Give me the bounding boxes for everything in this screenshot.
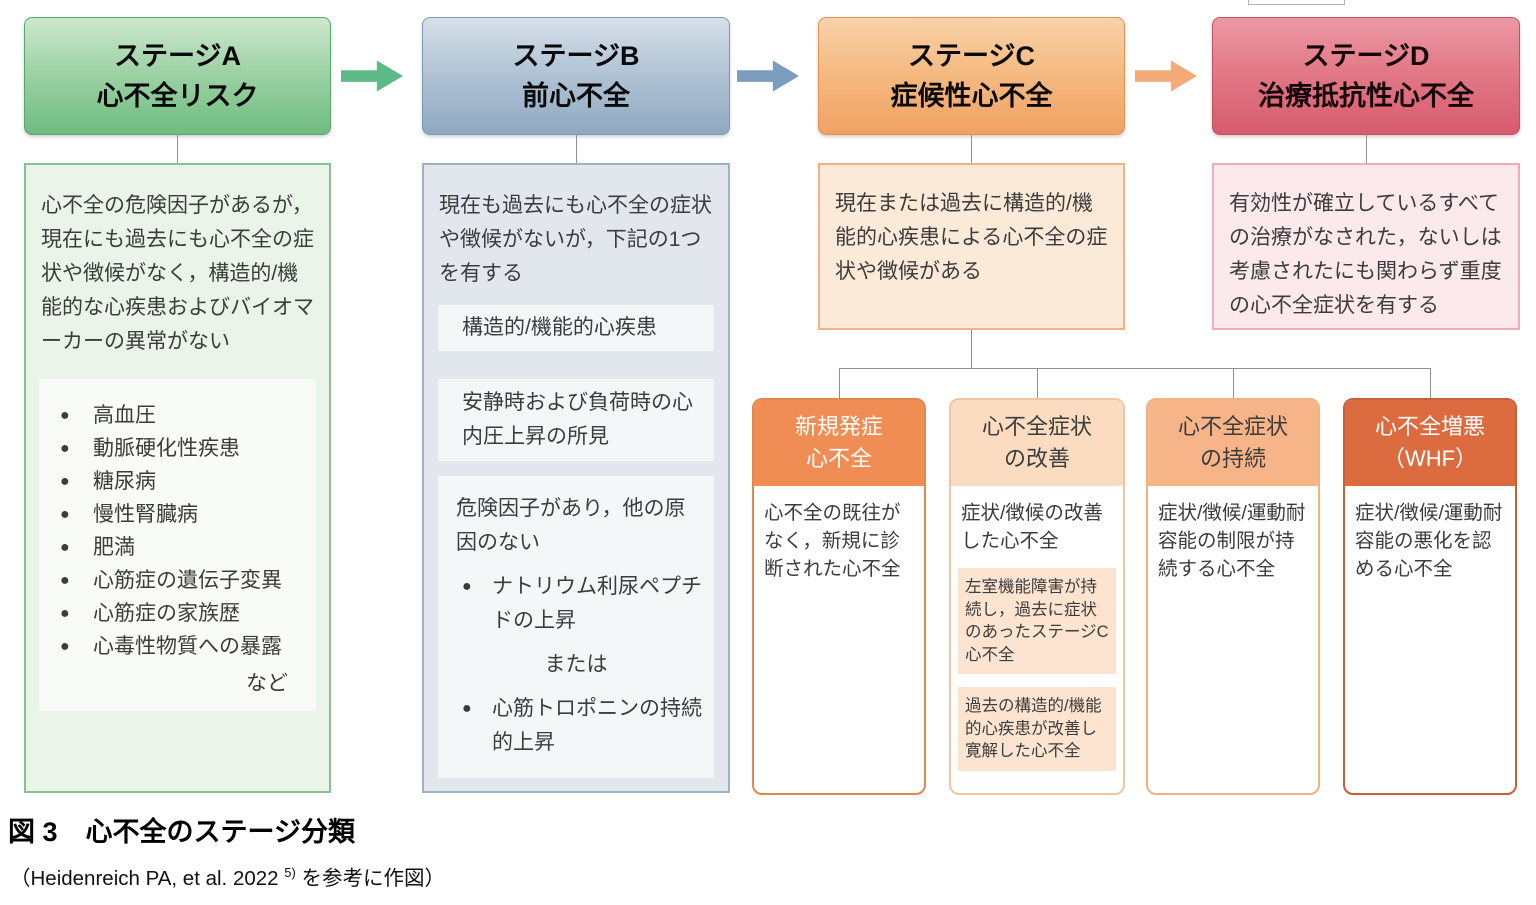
biomarker-item: ナトリウム利尿ペプチドの上昇 <box>450 570 702 638</box>
figure-source: （Heidenreich PA, et al. 2022 5) を参考に作図） <box>10 861 445 891</box>
risk-factor-item: 糖尿病 <box>47 465 308 498</box>
outcome-description: 心不全の既往がなく，新規に診断された心不全 <box>764 502 901 580</box>
stage-a-title-line2: 心不全リスク <box>96 81 259 111</box>
arrow-right-icon <box>341 60 403 92</box>
biomarker-list: 心筋トロポニンの持続的上昇 <box>450 692 702 760</box>
outcome-note: 左室機能障害が持続し，過去に症状のあったステージC心不全 <box>958 568 1116 674</box>
outcome-title-line2: 心不全 <box>805 446 872 471</box>
outcome-title-line2: （WHF） <box>1382 446 1478 471</box>
stage-d-title-line2: 治療抵抗性心不全 <box>1258 81 1474 111</box>
stage-b-description: 現在も過去にも心不全の症状や徴候がないが，下記の1つを有する <box>439 194 712 285</box>
outcome-header: 心不全増悪 （WHF） <box>1345 400 1515 486</box>
outcome-title-line1: 新規発症 <box>794 414 883 440</box>
figure-number: 図 3 <box>8 817 58 847</box>
outcome-new-onset-hf: 新規発症 心不全 心不全の既往がなく，新規に診断された心不全 <box>752 398 926 795</box>
source-text: を参考に作図） <box>301 867 446 890</box>
risk-factor-item: 心筋症の家族歴 <box>47 597 308 630</box>
outcome-note: 過去の構造的/機能的心疾患が改善し寛解した心不全 <box>958 687 1116 771</box>
outcome-header: 心不全症状 の改善 <box>951 400 1123 486</box>
stage-b-criterion-3: 危険因子があり，他の原因のない ナトリウム利尿ペプチドの上昇 または 心筋トロポ… <box>438 476 714 778</box>
stage-a-body: 心不全の危険因子があるが，現在にも過去にも心不全の症状や徴候がなく，構造的/機能… <box>24 163 331 793</box>
risk-factor-item: 動脈硬化性疾患 <box>47 432 308 465</box>
outcome-worsening-hf: 心不全増悪 （WHF） 症状/徴候/運動耐容能の悪化を認める心不全 <box>1343 398 1517 795</box>
arrow-right-icon <box>1135 60 1197 92</box>
stage-c-title-line1: ステージC <box>908 40 1035 71</box>
outcome-hf-improved: 心不全症状 の改善 症状/徴候の改善した心不全 左室機能障害が持続し，過去に症状… <box>949 398 1125 795</box>
outcome-header: 心不全症状 の持続 <box>1148 400 1318 486</box>
outcome-header: 新規発症 心不全 <box>754 400 924 486</box>
stage-b-body: 現在も過去にも心不全の症状や徴候がないが，下記の1つを有する 構造的/機能的心疾… <box>422 163 730 793</box>
risk-factor-item: 肥満 <box>47 531 308 564</box>
connector-line <box>839 368 840 398</box>
outcome-description: 症状/徴候の改善した心不全 <box>961 502 1103 552</box>
connector-line <box>971 135 972 163</box>
risk-factor-item: 高血圧 <box>47 399 308 432</box>
stage-a-title-line1: ステージA <box>114 40 241 71</box>
biomarker-list: ナトリウム利尿ペプチドの上昇 <box>450 570 702 638</box>
risk-factor-item: 心筋症の遺伝子変異 <box>47 564 308 597</box>
stage-c-description: 現在または過去に構造的/機能的心疾患による心不全の症状や徴候がある <box>835 192 1108 283</box>
risk-factor-item: 慢性腎臓病 <box>47 498 308 531</box>
connector-line <box>1430 368 1431 398</box>
connector-line <box>1037 368 1038 398</box>
or-separator: または <box>544 653 608 676</box>
outcome-title-line1: 心不全増悪 <box>1374 414 1485 440</box>
stage-c-title-line2: 症候性心不全 <box>890 81 1053 111</box>
outcome-title-line1: 心不全症状 <box>981 414 1092 440</box>
stage-b-criterion-2: 安静時および負荷時の心内圧上昇の所見 <box>438 379 714 461</box>
stage-a-header: ステージA 心不全リスク <box>24 17 331 135</box>
stage-d-header: ステージD 治療抵抗性心不全 <box>1212 17 1520 135</box>
stage-c-body: 現在または過去に構造的/機能的心疾患による心不全の症状や徴候がある <box>818 163 1125 330</box>
connector-line <box>1233 368 1234 398</box>
connector-line <box>177 135 178 163</box>
source-text: （Heidenreich PA, et al. 2022 <box>10 867 279 890</box>
connector-line <box>971 330 972 368</box>
connector-line <box>1366 135 1367 163</box>
outcome-title-line2: の改善 <box>1003 446 1070 471</box>
stage-a-risk-panel: 高血圧 動脈硬化性疾患 糖尿病 慢性腎臓病 肥満 心筋症の遺伝子変異 心筋症の家… <box>39 379 316 711</box>
stage-d-description: 有効性が確立しているすべての治療がなされた，ないしは考慮されたにも関わらず重度の… <box>1229 192 1502 317</box>
stage-b-title-line2: 前心不全 <box>522 81 630 111</box>
stage-d-title-line1: ステージD <box>1302 40 1430 71</box>
stage-a-description: 心不全の危険因子があるが，現在にも過去にも心不全の症状や徴候がなく，構造的/機能… <box>41 194 314 353</box>
risk-factor-etc-note: など <box>246 672 288 695</box>
arrow-right-icon <box>737 60 799 92</box>
stage-c-header: ステージC 症候性心不全 <box>818 17 1125 135</box>
outcome-description: 症状/徴候/運動耐容能の悪化を認める心不全 <box>1355 502 1503 580</box>
biomarker-item: 心筋トロポニンの持続的上昇 <box>450 692 702 760</box>
outcome-description: 症状/徴候/運動耐容能の制限が持続する心不全 <box>1158 502 1306 580</box>
connector-line <box>839 368 1431 369</box>
outcome-hf-persistent: 心不全症状 の持続 症状/徴候/運動耐容能の制限が持続する心不全 <box>1146 398 1320 795</box>
outcome-title-line1: 心不全症状 <box>1177 414 1288 440</box>
cropped-edge-artifact <box>1248 0 1345 5</box>
connector-line <box>576 135 577 163</box>
figure-caption: 図 3 心不全のステージ分類 <box>8 810 355 849</box>
stage-d-body: 有効性が確立しているすべての治療がなされた，ないしは考慮されたにも関わらず重度の… <box>1212 163 1520 330</box>
risk-factor-item: 心毒性物質への暴露 <box>47 630 308 663</box>
stage-b-criterion-3-intro: 危険因子があり，他の原因のない <box>456 497 686 554</box>
risk-factor-list: 高血圧 動脈硬化性疾患 糖尿病 慢性腎臓病 肥満 心筋症の遺伝子変異 心筋症の家… <box>47 399 308 663</box>
stage-b-header: ステージB 前心不全 <box>422 17 730 135</box>
outcome-title-line2: の持続 <box>1199 446 1266 471</box>
stage-b-title-line1: ステージB <box>512 40 640 71</box>
figure-title: 心不全のステージ分類 <box>85 817 355 847</box>
stage-b-criterion-1: 構造的/機能的心疾患 <box>438 305 714 351</box>
source-reference-number: 5) <box>284 865 296 881</box>
